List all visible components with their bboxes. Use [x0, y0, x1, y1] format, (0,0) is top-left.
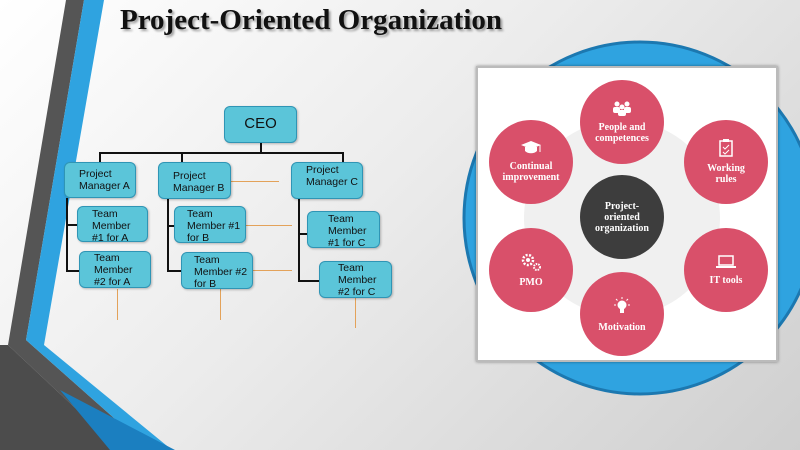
tm2-b-box: Team Member #2 for B: [181, 252, 253, 290]
center-circle: Project-oriented organization: [580, 175, 664, 259]
cycle-item-pmo: PMO: [489, 228, 573, 312]
lightbulb-icon: [614, 296, 630, 313]
ceo-box: CEO: [224, 106, 297, 143]
cycle-diagram-panel: Project-oriented organization People and…: [476, 66, 778, 362]
page-title: Project-Oriented Organization: [120, 4, 502, 36]
cycle-item-it-tools: IT tools: [684, 228, 768, 312]
cycle-item-label: Working rules: [707, 163, 745, 185]
cycle-item-label: PMO: [519, 276, 543, 288]
tm2-a-box: Team Member #2 for A: [79, 251, 151, 288]
pm-c-box: Project Manager C: [291, 162, 363, 199]
center-label: Project-oriented organization: [595, 200, 649, 234]
laptop-icon: [716, 254, 736, 268]
cycle-item-label: Continual improvement: [502, 161, 560, 183]
people-icon: [613, 101, 631, 116]
tm1-c-box: Team Member #1 for C: [307, 211, 380, 249]
cycle-item-people: People and competences: [580, 80, 664, 164]
cycle-item-label: Motivation: [598, 321, 646, 333]
tm1-b-box: Team Member #1 for B: [174, 206, 246, 244]
pm-a-box: Project Manager A: [64, 162, 136, 198]
cycle-item-label: IT tools: [709, 274, 743, 286]
graduation-cap-icon: [521, 141, 541, 154]
pm-b-box: Project Manager B: [158, 162, 231, 199]
cycle-item-motivation: Motivation: [580, 272, 664, 356]
cycle-item-label: People and competences: [595, 122, 649, 144]
clipboard-icon: [719, 139, 733, 157]
cycle-item-working-rules: Working rules: [684, 120, 768, 204]
tm2-c-box: Team Member #2 for C: [319, 261, 392, 298]
tm1-a-box: Team Member #1 for A: [77, 206, 148, 244]
gears-icon: [521, 253, 541, 271]
cycle-item-continual-improvement: Continual improvement: [489, 120, 573, 204]
